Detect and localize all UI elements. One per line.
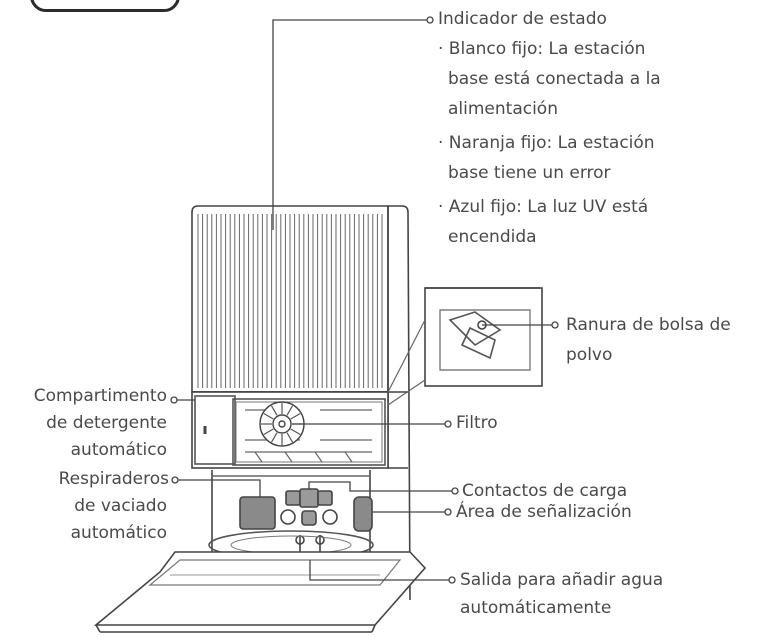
filter-spoke xyxy=(286,405,294,416)
vents-label-3: automático xyxy=(70,523,167,543)
status-orange-line-1: · Naranja fijo: La estación xyxy=(438,133,655,153)
filter-spoke xyxy=(286,432,294,443)
lower-base xyxy=(208,470,374,575)
charging-contacts-label: Contactos de carga xyxy=(462,481,628,501)
status-blue-line-2: encendida xyxy=(448,227,537,247)
dust-bag-slot-label-1: Ranura de bolsa de xyxy=(566,315,731,335)
water-outlet-label-1: Salida para añadir agua xyxy=(460,570,664,590)
water-outlet-label-2: automáticamente xyxy=(460,598,612,618)
filter-spoke xyxy=(270,432,278,443)
detergent-label-1: Compartimento xyxy=(33,386,167,406)
filter-spoke xyxy=(263,428,274,436)
filter-spoke xyxy=(290,412,301,420)
status-orange-line-2: base tiene un error xyxy=(448,163,611,183)
dust-bag-slot-label-2: polvo xyxy=(566,345,613,365)
docking-ramp xyxy=(93,551,427,633)
signal-area-label: Área de señalización xyxy=(456,502,632,522)
status-white-line-2: base está conectada a la xyxy=(448,69,661,89)
vents-label-1: Respiraderos xyxy=(58,469,169,489)
detergent-label-2: de detergente xyxy=(46,413,167,433)
filter-spoke xyxy=(270,405,278,416)
leader-lines xyxy=(170,16,559,584)
clean-water-tank xyxy=(191,205,389,393)
status-white-line-1: · Blanco fijo: La estación xyxy=(438,39,646,59)
vents-label-2: de vaciado xyxy=(74,496,167,516)
filter-wheel xyxy=(259,401,305,447)
status-indicator-title: Indicador de estado xyxy=(438,9,607,29)
status-white-line-3: alimentación xyxy=(448,99,558,119)
detergent-label-3: automático xyxy=(70,440,167,460)
filter-spoke xyxy=(290,428,301,436)
status-blue-line-1: · Azul fijo: La luz UV está xyxy=(438,197,649,217)
dust-bag-slot-inset xyxy=(387,287,543,406)
filter-spoke xyxy=(263,412,274,420)
filter-label: Filtro xyxy=(456,413,498,433)
